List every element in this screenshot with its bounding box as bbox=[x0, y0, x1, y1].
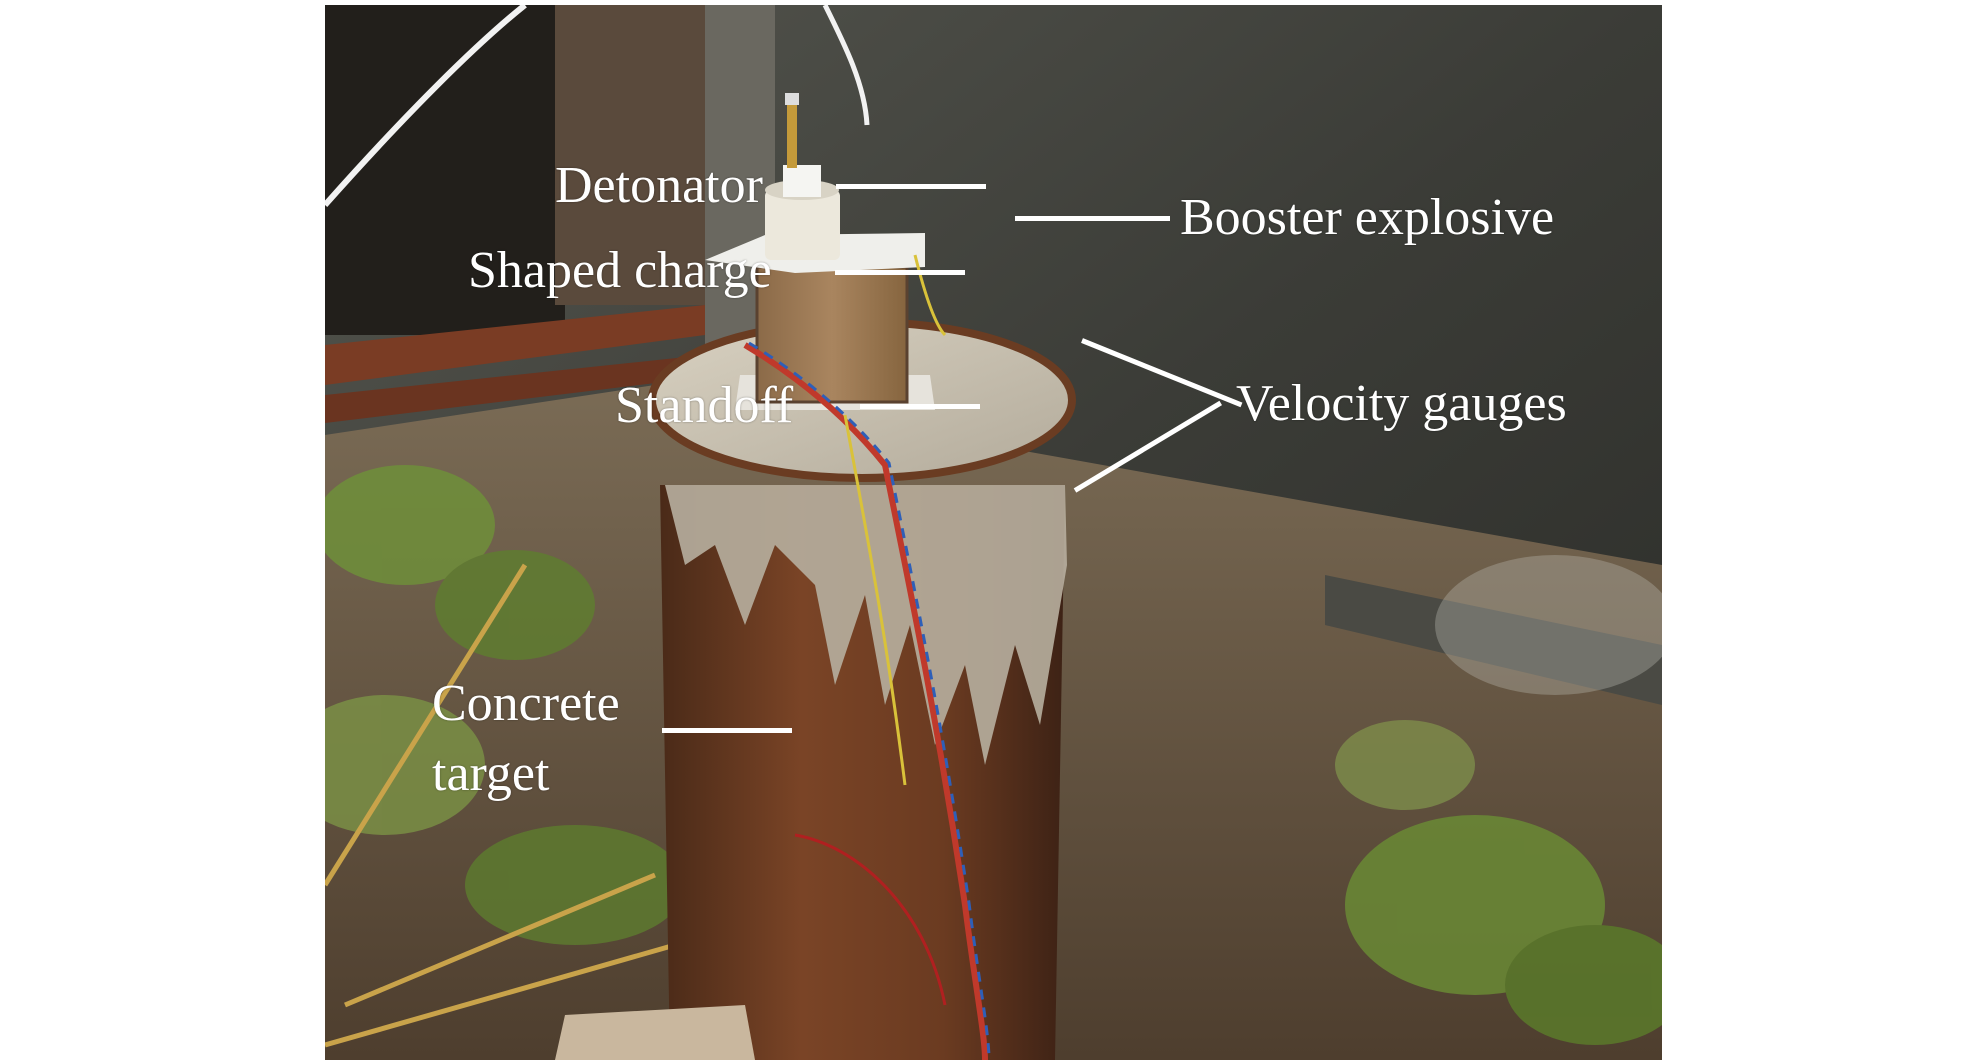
wire-blue bbox=[748, 341, 991, 1060]
detonator-cable bbox=[822, 5, 870, 126]
label-standoff: Standoff bbox=[615, 377, 794, 434]
leader-standoff bbox=[860, 404, 980, 409]
leader-concrete-target bbox=[662, 728, 792, 733]
label-velocity-gauges: Velocity gauges bbox=[1236, 375, 1567, 432]
rusted-frame bbox=[325, 305, 705, 385]
vegetation bbox=[325, 465, 1662, 1045]
label-booster-explosive: Booster explosive bbox=[1180, 189, 1555, 246]
rusted-frame-lower bbox=[325, 355, 705, 423]
haze bbox=[1435, 555, 1662, 695]
label-concrete-target-line1: Concrete bbox=[432, 675, 620, 732]
wire-red bbox=[743, 342, 988, 1060]
concrete-drips bbox=[665, 485, 1067, 765]
wire-yellow bbox=[843, 414, 907, 786]
photo-scene bbox=[325, 5, 1662, 1060]
label-concrete-target-line2: target bbox=[432, 745, 550, 802]
leader-booster-explosive bbox=[1015, 216, 1170, 221]
detonator-body bbox=[787, 100, 797, 168]
label-shaped-charge: Shaped charge bbox=[468, 242, 772, 299]
wire-red-thin bbox=[794, 833, 947, 1006]
doorway-frame bbox=[555, 5, 705, 305]
booster-body bbox=[783, 165, 821, 197]
cable-left bbox=[325, 5, 527, 207]
label-detonator: Detonator bbox=[555, 157, 763, 214]
dry-stalks bbox=[325, 563, 676, 1048]
photo bbox=[325, 5, 1662, 1060]
shaped-charge-body bbox=[765, 190, 840, 260]
leader-shaped-charge bbox=[835, 270, 965, 275]
leader-detonator bbox=[836, 184, 986, 189]
curb bbox=[1325, 575, 1662, 705]
standoff-box bbox=[757, 267, 907, 402]
doorway bbox=[325, 5, 565, 335]
debris bbox=[555, 1005, 755, 1060]
